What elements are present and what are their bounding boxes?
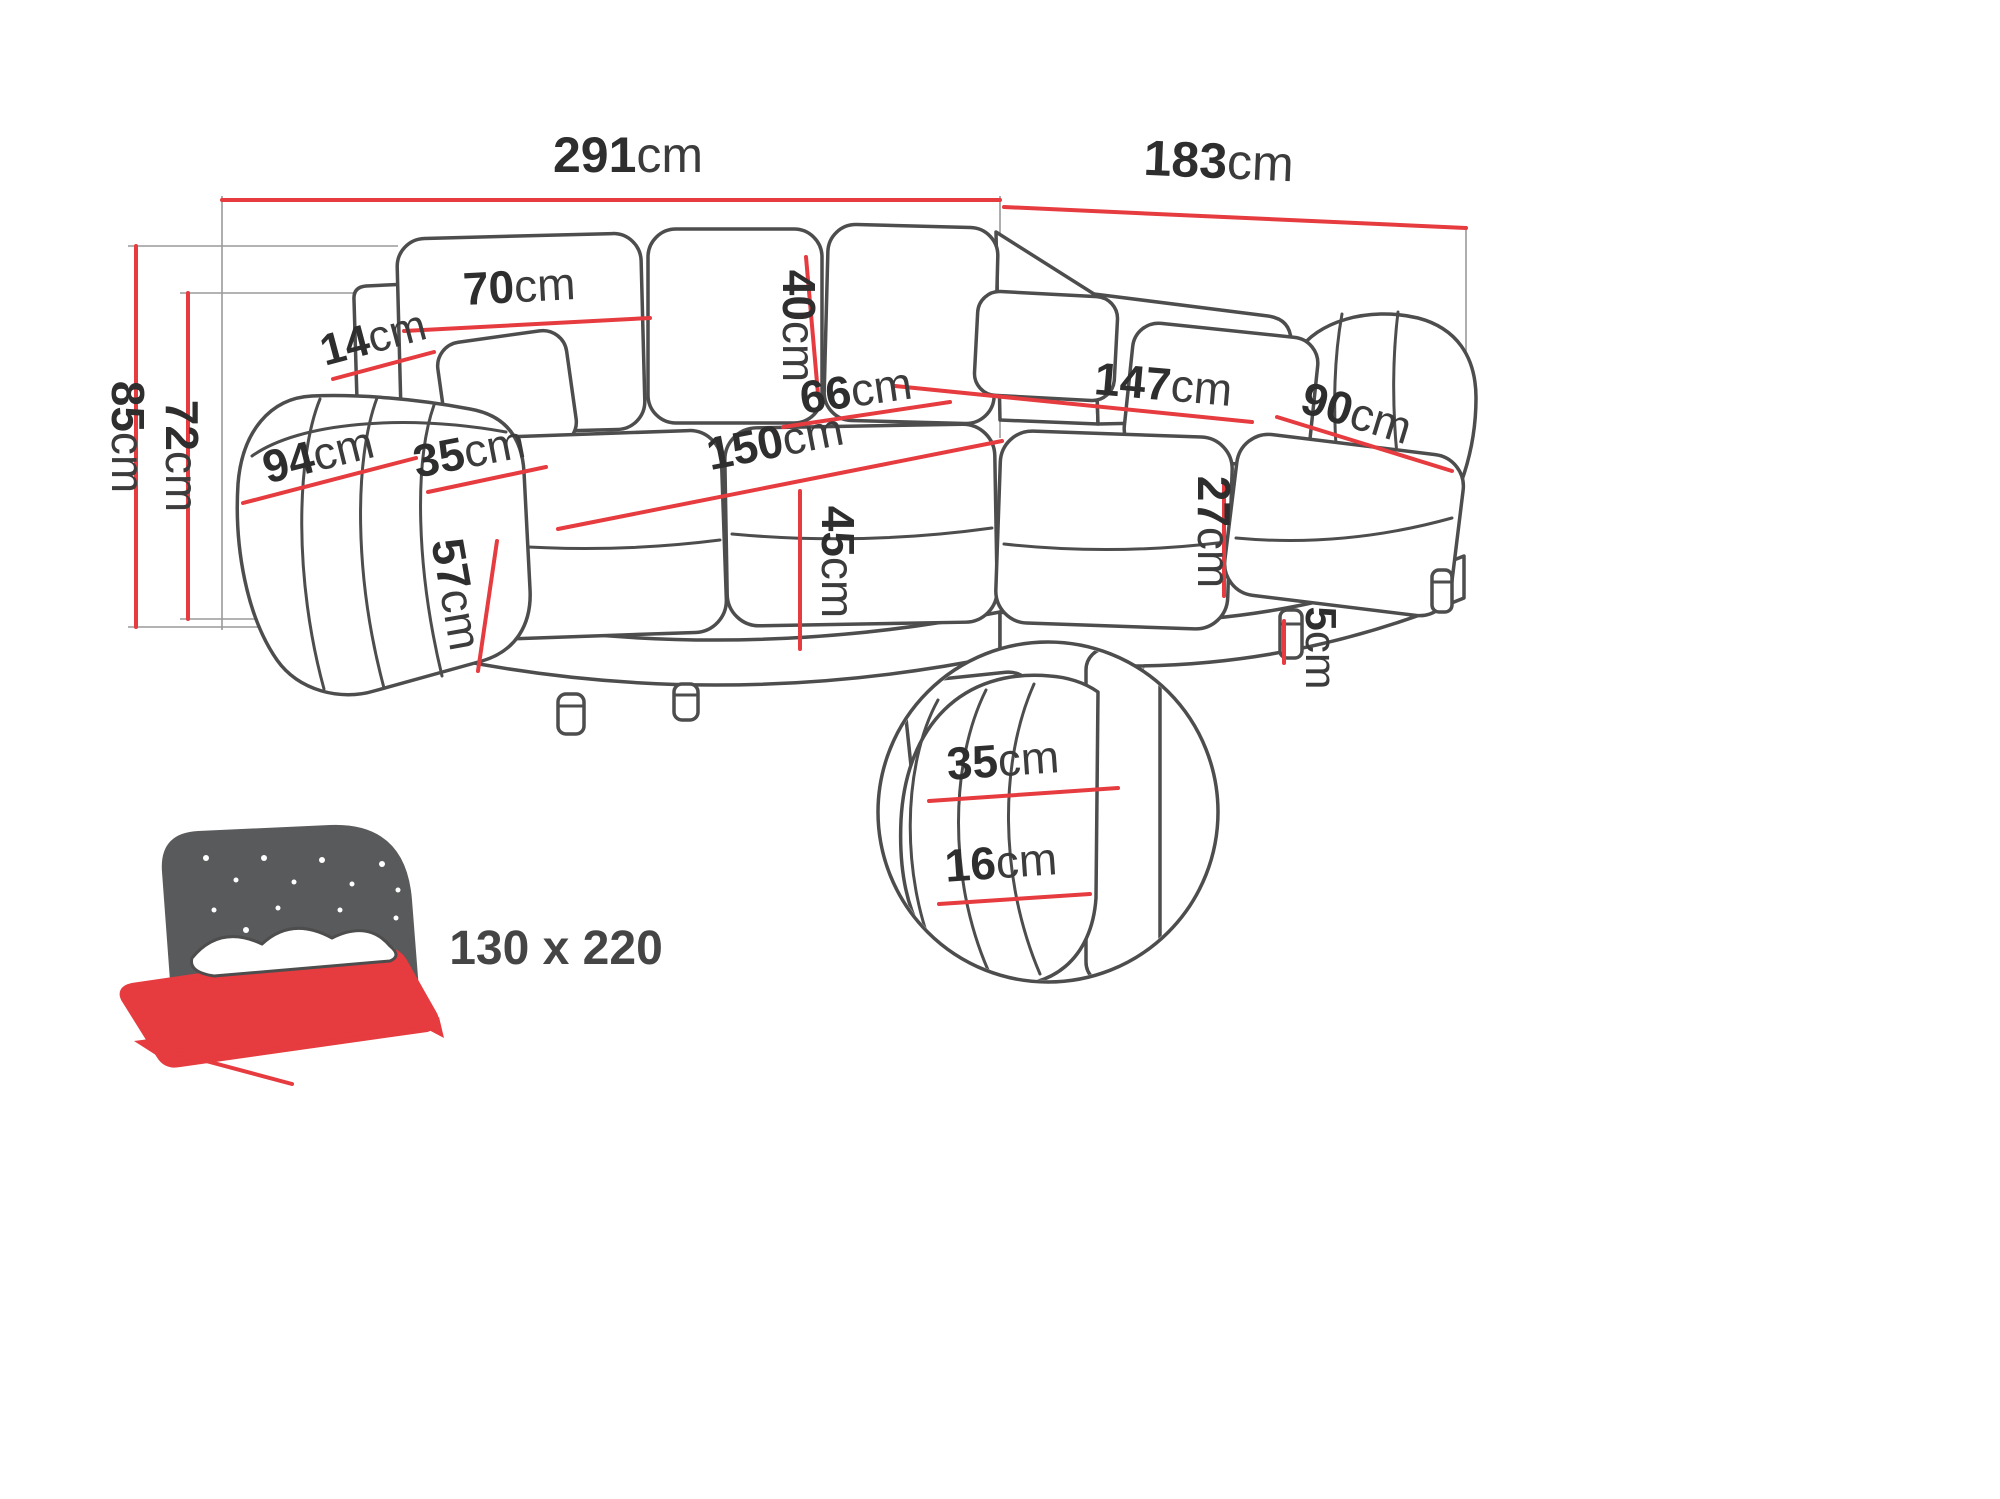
dim-label-seat-width: 150cm — [702, 403, 847, 480]
back-cushion — [646, 227, 824, 425]
dim-line-armrest-depth — [241, 456, 418, 505]
dim-line-back-cushion-width — [402, 316, 652, 333]
dim-label-total-depth: 183cm — [1143, 130, 1295, 192]
dim-label-detail-lower-width: 16cm — [943, 832, 1059, 892]
seat-seam — [730, 526, 994, 541]
dim-label-backrest-height: 72cm — [156, 400, 208, 513]
dim-label-seat-height: 45cm — [812, 506, 864, 619]
left-armrest-top-seam — [250, 421, 508, 458]
sofa-drawing — [235, 222, 1478, 736]
detail-armrest-seam — [957, 688, 990, 972]
dim-line-detail-lower-width — [937, 892, 1092, 906]
dim-line-armrest-top-width — [331, 350, 436, 381]
dim-line-seat-depth — [781, 400, 952, 429]
dim-label-detail-upper-width: 35cm — [945, 730, 1061, 790]
dim-label-armrest-depth: 94cm — [257, 416, 379, 494]
dim-label-back-cushion-height: 40cm — [773, 270, 825, 383]
dim-line-armrest-front-height — [476, 539, 499, 673]
seat-seam — [1234, 516, 1454, 542]
bed-width-arrow — [134, 1037, 294, 1086]
dim-label-chaise-cushion-height: 27cm — [1188, 476, 1240, 589]
bed-blanket — [189, 926, 398, 978]
dim-label-leg-height: 5cm — [1296, 606, 1345, 689]
dim-line-armrest-width — [426, 465, 548, 494]
dim-label-back-cushion-width: 70cm — [462, 257, 577, 315]
dim-label-total-height: 85cm — [102, 381, 154, 494]
dim-line-back-cushion-height — [804, 255, 820, 396]
dim-label-chaise-length: 147cm — [1092, 352, 1234, 416]
dim-line-total-depth — [1002, 205, 1468, 230]
left-armrest-seam — [419, 403, 444, 678]
detail-circle — [876, 640, 1220, 984]
arrow-head-icon — [134, 1037, 165, 1057]
sofa-leg — [556, 692, 586, 736]
detail-armrest-seam — [1007, 682, 1042, 976]
arrow-head-icon — [425, 1017, 444, 1038]
throw-pillow — [972, 289, 1120, 403]
sofa-leg — [672, 682, 700, 722]
sofa-leg — [1430, 568, 1454, 614]
dim-line-chaise-width — [1275, 415, 1454, 473]
dim-label-total-width: 291cm — [553, 127, 703, 183]
left-armrest-seam — [300, 397, 326, 691]
sofa-legs — [556, 568, 1454, 736]
bed-length-arrow — [402, 982, 444, 1038]
sleeping-area-label: 130 x 220 — [449, 922, 663, 975]
dim-line-chaise-length — [893, 384, 1254, 424]
dim-label-armrest-front-height: 57cm — [421, 534, 492, 654]
bed-icon: 130 x 220 — [119, 824, 663, 1086]
dim-line-seat-width — [556, 439, 1004, 531]
chaise-seat-cushion — [1222, 432, 1466, 618]
dimension-lines — [134, 198, 1468, 673]
dimension-labels: 291cm 183cm 85cm 72cm 70cm 14cm 40cm 66c… — [102, 127, 1418, 892]
dim-label-seat-depth: 66cm — [796, 357, 915, 424]
seat-cushion — [723, 422, 999, 628]
seat-seam — [1002, 540, 1228, 552]
detail-circle-content — [898, 646, 1162, 980]
dim-line-detail-upper-width — [927, 786, 1120, 803]
dim-label-armrest-width: 35cm — [409, 415, 529, 488]
